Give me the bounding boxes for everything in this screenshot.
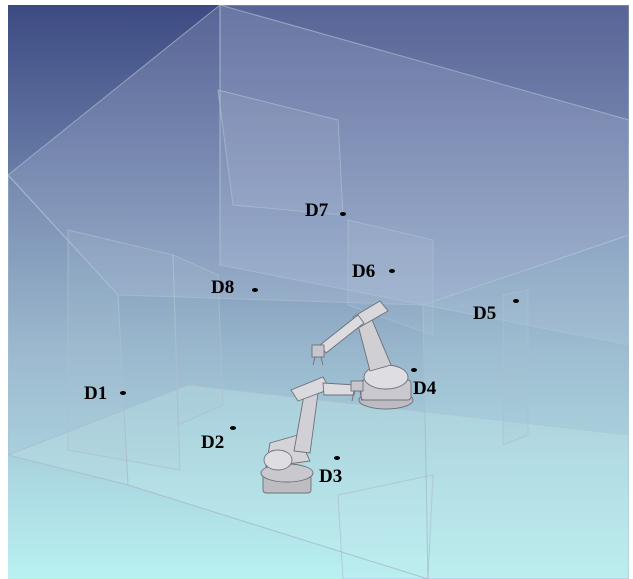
background-gradient (8, 5, 629, 579)
marker-d7-label: D7 (305, 200, 329, 221)
3d-viewport[interactable]: D1 D2 D3 D4 D5 D6 D7 D8 (8, 5, 629, 579)
inner-panel-center-left (172, 254, 224, 426)
marker-d8-label: D8 (211, 277, 235, 298)
marker-d6-dot (389, 269, 395, 273)
industrial-robot-arm-icon[interactable] (260, 376, 364, 494)
marker-d4-dot (411, 368, 417, 372)
marker-d7-dot (340, 212, 346, 216)
marker-d4-label: D4 (413, 378, 437, 399)
inner-panel-right (347, 219, 434, 336)
marker-d3-label: D3 (319, 466, 343, 487)
marker-d1-dot (120, 391, 126, 395)
marker-d2-label: D2 (201, 432, 225, 453)
workcell-scene (8, 5, 629, 579)
marker-d6-label: D6 (352, 261, 376, 282)
marker-d5-label: D5 (473, 303, 497, 324)
inner-panel-front-center (337, 474, 434, 579)
marker-d3-dot (334, 456, 340, 460)
marker-d8-dot (252, 288, 258, 292)
enclosure-box (8, 5, 629, 579)
marker-d5-dot (513, 299, 519, 303)
inner-panel-left (67, 229, 181, 471)
marker-d1-label: D1 (84, 383, 108, 404)
inner-panel-far-right (502, 289, 529, 446)
marker-d2-dot (230, 426, 236, 430)
